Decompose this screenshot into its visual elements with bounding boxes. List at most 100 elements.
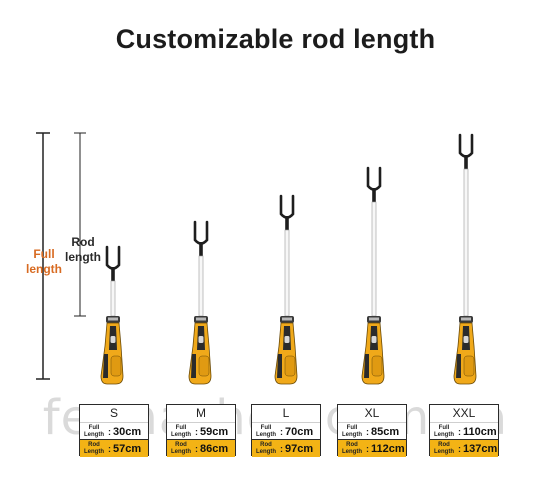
page-title: Customizable rod length (115, 24, 436, 54)
rod-length-row: Rod Length : 112cm (338, 439, 406, 457)
row-separator: : (195, 443, 198, 454)
prod-battery-compartment (103, 354, 108, 378)
row-separator: : (458, 443, 461, 454)
full-length-value: 70cm (285, 425, 314, 438)
rod-length-label-line-2: length (65, 250, 101, 264)
prod-battery-compartment (456, 354, 461, 378)
rod-length-row-label-line-2: Length (342, 448, 362, 455)
rod-length-row-label-line-1: Rod (260, 441, 272, 448)
full-length-row-label: Full Length (167, 425, 195, 439)
size-label: L (282, 406, 290, 420)
prod-fork-stem (285, 216, 289, 230)
row-separator: : (280, 426, 283, 437)
rod-length-row-label: Rod Length (430, 442, 458, 456)
row-separator: : (458, 426, 461, 437)
rod-length-row: Rod Length : 97cm (252, 439, 320, 457)
full-length-row-label: Full Length (80, 425, 108, 439)
size-card-l: L Full Length : 70cm Rod Length : 97cm (251, 404, 321, 457)
cattle-prod-xxl (453, 133, 477, 385)
prod-fork-stem (372, 188, 376, 202)
rod-length-row: Rod Length : 137cm (430, 439, 498, 457)
rod-length-row-label-line-1: Rod (438, 441, 450, 448)
full-length-label-line-1: Full (33, 247, 55, 261)
rod-length-value: 86cm (200, 442, 229, 455)
size-card-m: M Full Length : 59cm Rod Length : 86cm (166, 404, 236, 457)
prod-fork-icon (458, 133, 474, 158)
prod-fork-icon (279, 194, 295, 219)
prod-shaft (284, 229, 290, 317)
rod-length-label: Rod length (60, 235, 106, 265)
size-card-xxl: XXL Full Length : 110cm Rod Length : 137… (429, 404, 499, 457)
full-length-row: Full Length : 85cm (338, 422, 406, 440)
row-separator: : (280, 443, 283, 454)
rod-length-value: 112cm (371, 442, 405, 455)
rod-length-row-label: Rod Length (252, 442, 280, 456)
prod-battery-compartment (364, 354, 369, 378)
prod-button (284, 336, 290, 343)
full-length-row-label-line-2: Length (84, 431, 104, 438)
rod-length-row-label-line-1: Rod (346, 441, 358, 448)
full-length-label: Full length (18, 247, 70, 277)
row-separator: : (195, 426, 198, 437)
rod-length-row-label: Rod Length (338, 442, 366, 456)
full-length-value: 85cm (371, 425, 400, 438)
rod-length-label-line-1: Rod (71, 235, 95, 249)
full-length-row: Full Length : 110cm (430, 422, 498, 440)
prod-battery-compartment (277, 354, 282, 378)
rod-length-row-label-line-2: Length (171, 448, 191, 455)
size-card-s: S Full Length : 30cm Rod Length : 57cm (79, 404, 149, 457)
row-separator: : (366, 443, 369, 454)
prod-fork-stem (199, 242, 203, 256)
cattle-prod-m (188, 220, 212, 385)
size-label: S (109, 406, 118, 420)
prod-battery-compartment (191, 354, 196, 378)
rod-length-row-label: Rod Length (167, 442, 195, 456)
full-length-row: Full Length : 70cm (252, 422, 320, 440)
size-label: XXL (452, 406, 476, 420)
row-separator: : (108, 443, 111, 454)
full-length-row-label-line-1: Full (438, 424, 450, 431)
prod-fork-icon (105, 245, 121, 270)
full-length-row-label-line-2: Length (171, 431, 191, 438)
rod-length-row: Rod Length : 57cm (80, 439, 148, 457)
rod-length-value: 57cm (113, 442, 142, 455)
full-length-row: Full Length : 30cm (80, 422, 148, 440)
full-length-value: 110cm (463, 425, 497, 438)
prod-button (463, 336, 469, 343)
prod-button (371, 336, 377, 343)
full-length-row-label: Full Length (252, 425, 280, 439)
rod-length-row: Rod Length : 86cm (167, 439, 235, 457)
row-separator: : (108, 426, 111, 437)
full-length-label-line-2: length (26, 262, 62, 276)
prod-fork-icon (193, 220, 209, 245)
size-card-xl: XL Full Length : 85cm Rod Length : 112cm (337, 404, 407, 457)
full-length-row-label-line-1: Full (88, 424, 100, 431)
full-length-row-label-line-2: Length (256, 431, 276, 438)
rod-length-row-label-line-1: Rod (88, 441, 100, 448)
full-length-row-label: Full Length (430, 425, 458, 439)
rod-length-row-label-line-2: Length (256, 448, 276, 455)
prod-fork-icon (366, 166, 382, 191)
prod-fork-stem (111, 267, 115, 281)
cattle-prod-s (100, 245, 124, 385)
row-separator: : (366, 426, 369, 437)
full-length-row-label-line-1: Full (260, 424, 272, 431)
prod-fork-stem (464, 155, 468, 169)
rod-length-row-label-line-2: Length (434, 448, 454, 455)
full-length-value: 30cm (113, 425, 142, 438)
full-length-dimension-line (36, 132, 50, 380)
full-length-row-label-line-2: Length (342, 431, 362, 438)
full-length-row-label-line-1: Full (346, 424, 358, 431)
prod-shaft (463, 168, 469, 317)
rod-length-value: 137cm (463, 442, 498, 455)
size-label: XL (364, 406, 380, 420)
prod-shaft (371, 201, 377, 317)
prod-button (110, 336, 116, 343)
full-length-row: Full Length : 59cm (167, 422, 235, 440)
prod-shaft (198, 255, 204, 317)
rod-length-row-label-line-1: Rod (175, 441, 187, 448)
full-length-row-label: Full Length (338, 425, 366, 439)
full-length-row-label-line-2: Length (434, 431, 454, 438)
rod-length-value: 97cm (285, 442, 314, 455)
